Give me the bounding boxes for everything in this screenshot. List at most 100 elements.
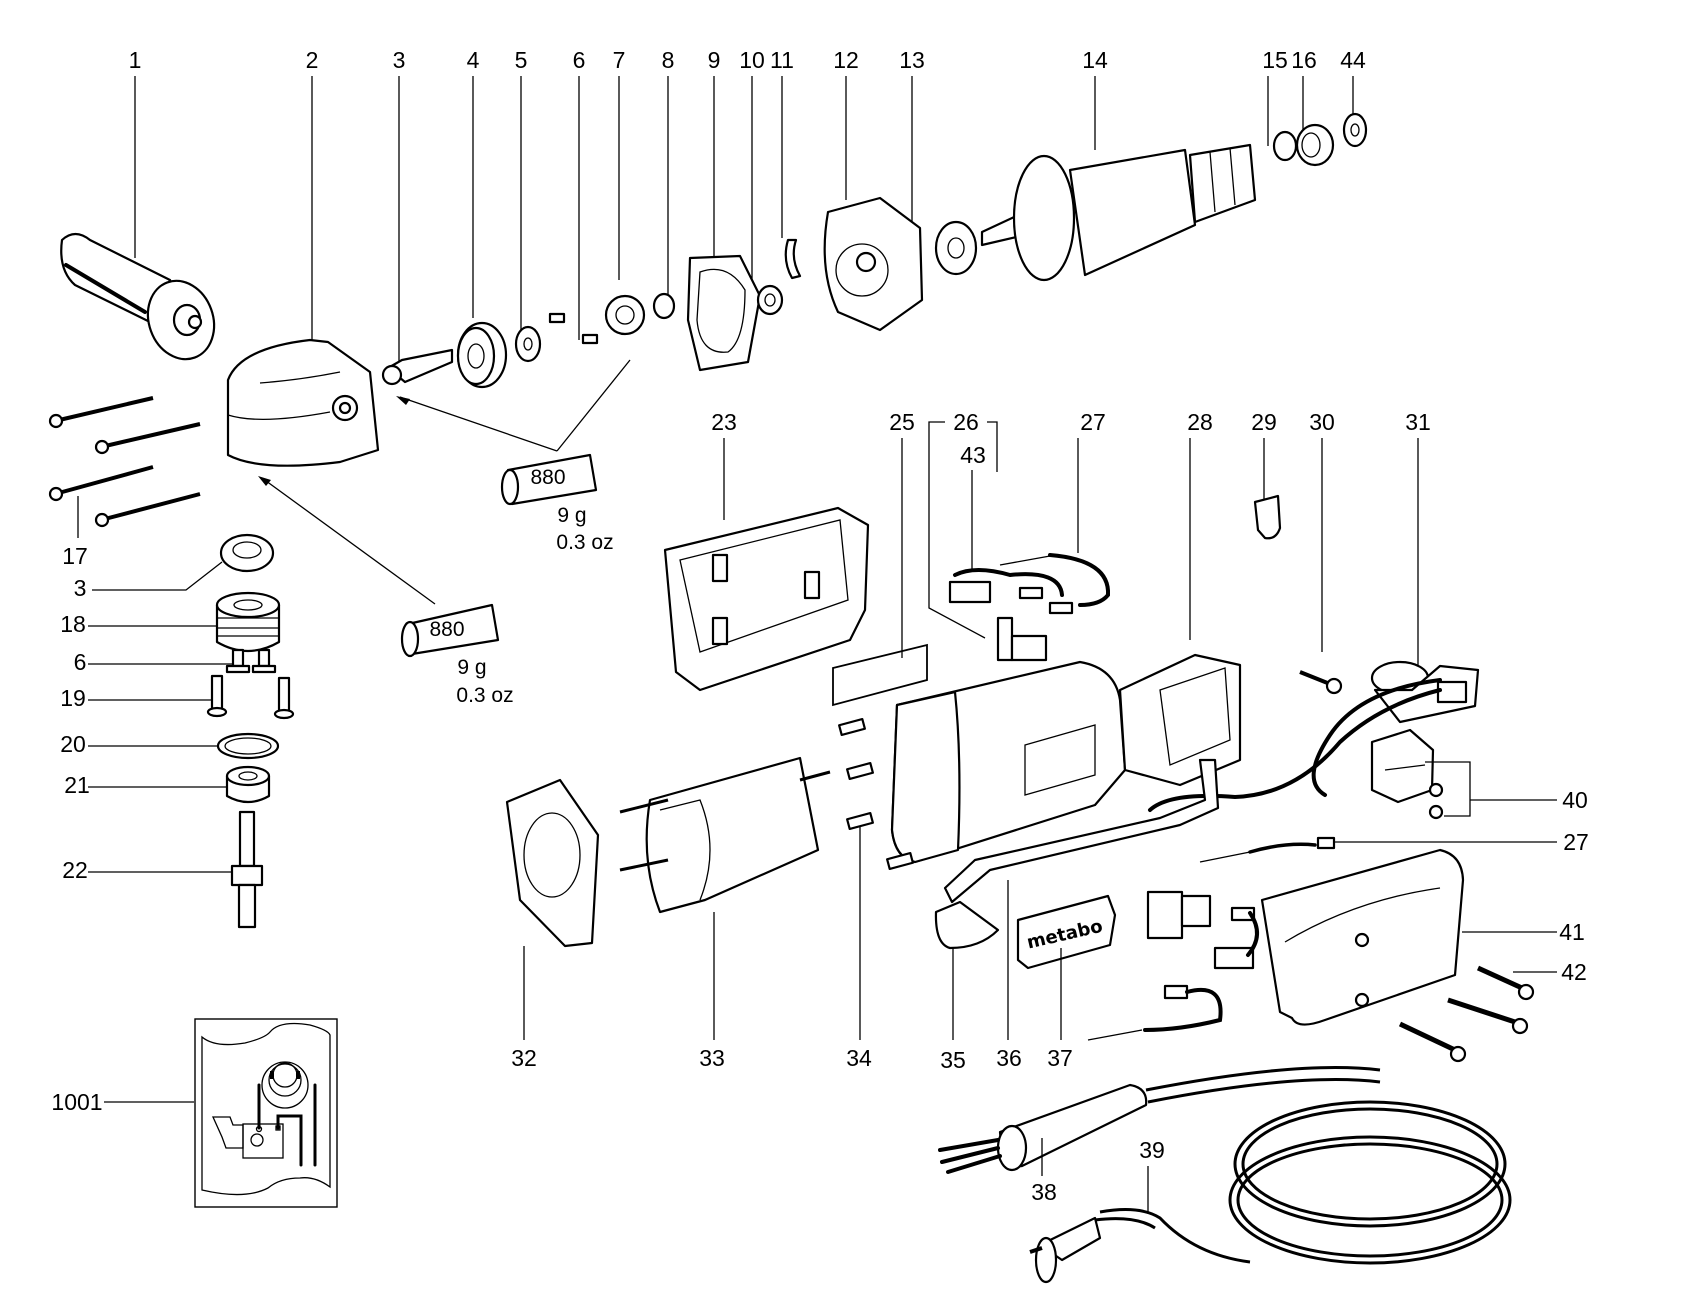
grease-tube-upper: 880 9 g 0.3 oz bbox=[396, 359, 631, 554]
label-part-30: 30 bbox=[1309, 409, 1335, 435]
label-part-9: 9 bbox=[708, 47, 721, 73]
label-part-42: 42 bbox=[1561, 959, 1587, 985]
part-17-screws: 17 bbox=[48, 396, 201, 569]
label-part-2: 2 bbox=[306, 47, 319, 73]
part-37-brand-plate: metabo bbox=[1016, 894, 1117, 970]
part-14-armature bbox=[980, 143, 1257, 282]
part-23-housing-cover bbox=[663, 506, 870, 692]
label-part-10: 10 bbox=[739, 47, 765, 73]
label-part-6: 6 bbox=[573, 47, 586, 73]
grease-code-upper: 880 bbox=[530, 466, 565, 489]
label-part-23: 23 bbox=[711, 409, 737, 435]
label-part-3-lower: 3 bbox=[74, 575, 87, 601]
part-15-bearing bbox=[1272, 130, 1298, 162]
part-19-screws bbox=[206, 674, 295, 720]
part-32-fan-baffle bbox=[505, 778, 600, 948]
part-9-gasket bbox=[686, 254, 762, 372]
label-part-29: 29 bbox=[1251, 409, 1277, 435]
part-18-threaded-flange bbox=[215, 591, 281, 652]
bottom-row-callouts: 32 33 34 35 36 37 bbox=[511, 826, 1073, 1073]
part-27-cable-lower: 27 bbox=[1199, 829, 1589, 863]
part-2-gear-head-housing bbox=[226, 338, 380, 467]
part-11-clip bbox=[784, 238, 802, 280]
part-26-carbon-brushes bbox=[948, 553, 1111, 662]
grease-code-lower: 880 bbox=[429, 618, 464, 641]
grease-weight-g-upper: 9 g bbox=[557, 504, 586, 527]
label-part-37: 37 bbox=[1047, 1045, 1073, 1071]
grease-tube-lower: 880 9 g 0.3 oz bbox=[258, 476, 514, 707]
label-part-3: 3 bbox=[393, 47, 406, 73]
left-stack-callouts: 3 18 6 19 20 21 22 bbox=[60, 561, 240, 883]
part-20-o-ring bbox=[216, 732, 280, 760]
label-part-35: 35 bbox=[940, 1047, 966, 1073]
label-part-4: 4 bbox=[467, 47, 480, 73]
label-part-11: 11 bbox=[770, 47, 794, 73]
label-part-1001: 1001 bbox=[51, 1089, 102, 1115]
part-1-auxiliary-handle bbox=[60, 232, 216, 361]
part-42-screws: 42 bbox=[1398, 959, 1587, 1063]
inset-frame bbox=[194, 1018, 338, 1208]
part-6-screws-lower bbox=[225, 648, 277, 674]
part-30-screw bbox=[1299, 670, 1343, 695]
top-row-callouts: 1 2 3 4 5 6 7 8 9 10 11 12 13 14 15 16 4… bbox=[129, 47, 1366, 380]
part-16-bearing-bush bbox=[1295, 123, 1335, 167]
label-part-32: 32 bbox=[511, 1045, 537, 1071]
grease-weight-oz-lower: 0.3 oz bbox=[456, 684, 513, 707]
part-39-power-cord: 39 bbox=[1029, 1066, 1512, 1284]
internal-brush-holder-parts bbox=[1087, 890, 1259, 1041]
part-21-bearing bbox=[225, 765, 271, 804]
label-part-40: 40 bbox=[1562, 787, 1588, 813]
label-part-28: 28 bbox=[1187, 409, 1213, 435]
label-part-19: 19 bbox=[60, 685, 86, 711]
grease-weight-oz-upper: 0.3 oz bbox=[556, 531, 613, 554]
part-12-bearing-plate bbox=[823, 196, 924, 332]
label-part-39: 39 bbox=[1139, 1137, 1165, 1163]
part-35-switch-slider bbox=[934, 900, 1000, 950]
part-41-rear-cover: 41 bbox=[1260, 848, 1585, 1026]
part-4-bearing bbox=[456, 321, 508, 389]
part-5-washer bbox=[514, 325, 542, 363]
part-44-washer bbox=[1342, 112, 1368, 148]
part-29-clamp bbox=[1253, 494, 1282, 540]
label-part-25: 25 bbox=[889, 409, 915, 435]
label-part-13: 13 bbox=[899, 47, 925, 73]
part-40-switch: 40 bbox=[1370, 728, 1588, 820]
part-31-switch-assembly bbox=[1148, 660, 1480, 812]
label-part-26: 26 bbox=[953, 409, 979, 435]
grease-weight-g-lower: 9 g bbox=[457, 656, 486, 679]
part-38-cord-sleeve: 38 bbox=[938, 1083, 1148, 1205]
part-36-switch-rod bbox=[943, 758, 1220, 904]
part-7-gear bbox=[604, 294, 646, 336]
label-part-34: 34 bbox=[846, 1045, 872, 1071]
label-part-43: 43 bbox=[960, 442, 986, 468]
label-part-21: 21 bbox=[64, 772, 90, 798]
part-13-bearing bbox=[934, 220, 978, 276]
label-part-18: 18 bbox=[60, 611, 86, 637]
label-part-7: 7 bbox=[613, 47, 626, 73]
label-part-41: 41 bbox=[1559, 919, 1585, 945]
label-part-20: 20 bbox=[60, 731, 86, 757]
part-28-motor-housing bbox=[890, 653, 1242, 864]
label-part-17: 17 bbox=[62, 543, 88, 569]
label-part-38: 38 bbox=[1031, 1179, 1057, 1205]
label-part-27-lower: 27 bbox=[1563, 829, 1589, 855]
label-part-1: 1 bbox=[129, 47, 142, 73]
label-part-12: 12 bbox=[833, 47, 859, 73]
label-part-16: 16 bbox=[1291, 47, 1317, 73]
part-3-pinion bbox=[381, 348, 454, 386]
part-3-bevel-gear bbox=[219, 533, 275, 573]
part-34-pins bbox=[838, 717, 914, 871]
label-part-14: 14 bbox=[1082, 47, 1108, 73]
part-25-label bbox=[832, 643, 928, 707]
part-33-stator bbox=[619, 756, 831, 914]
part-10-ring bbox=[756, 284, 784, 316]
label-part-5: 5 bbox=[515, 47, 528, 73]
label-part-6-lower: 6 bbox=[74, 649, 87, 675]
part-22-spindle bbox=[230, 810, 264, 929]
label-part-15: 15 bbox=[1262, 47, 1288, 73]
label-part-44: 44 bbox=[1340, 47, 1366, 73]
wiring-inset-1001: 1001 bbox=[51, 1018, 338, 1208]
label-part-8: 8 bbox=[662, 47, 675, 73]
middle-row-callouts: 23 25 26 43 27 28 29 30 31 bbox=[711, 409, 1431, 672]
label-part-33: 33 bbox=[699, 1045, 725, 1071]
